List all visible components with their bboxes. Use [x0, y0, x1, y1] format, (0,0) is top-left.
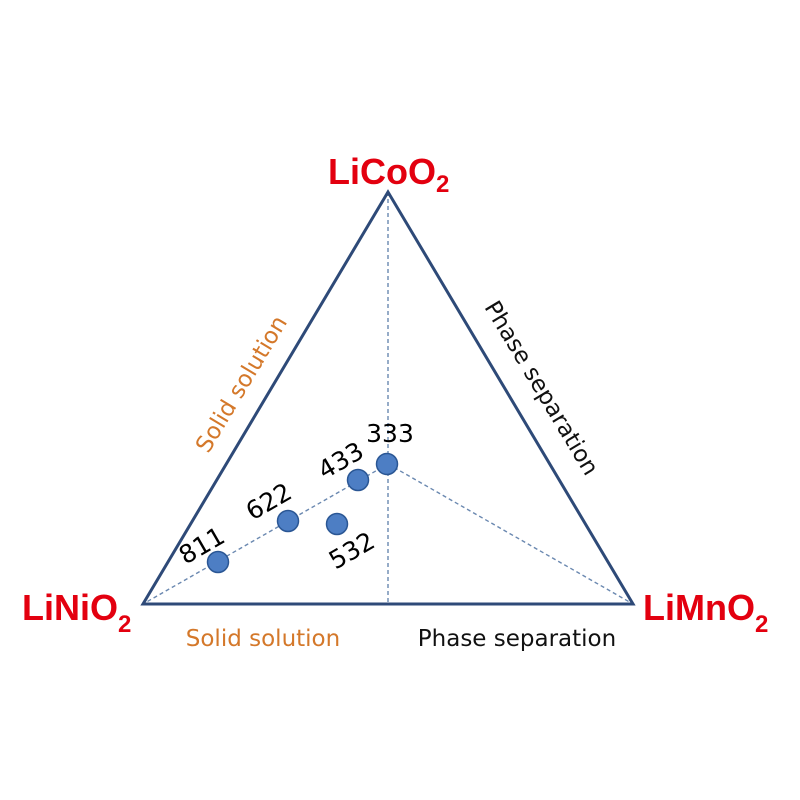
- region-label-right-edge: Phase separation: [479, 297, 603, 480]
- guide-lines: [142, 192, 634, 605]
- guide-line-to-linio2: [142, 463, 389, 605]
- ternary-triangle: [140, 189, 636, 606]
- vertex-right-subscript: 2: [755, 611, 768, 638]
- vertex-right-base: LiMnO: [643, 587, 755, 628]
- vertex-top-subscript: 2: [436, 171, 449, 198]
- vertex-label-right: LiMnO2: [643, 587, 768, 638]
- region-label-bottom-left: Solid solution: [186, 626, 340, 652]
- guide-line-to-limno2: [387, 463, 634, 605]
- composition-point-433: [346, 468, 370, 492]
- vertex-left-base: LiNiO: [22, 587, 118, 628]
- vertex-label-left: LiNiO2: [22, 587, 131, 638]
- composition-point-333: [375, 452, 399, 476]
- vertex-top-base: LiCoO: [328, 151, 436, 192]
- composition-point-532: [325, 512, 349, 536]
- composition-point-622: [276, 509, 300, 533]
- composition-label-333: 333: [366, 419, 414, 448]
- region-label-bottom-right: Phase separation: [418, 626, 616, 652]
- vertex-label-top: LiCoO2: [328, 151, 449, 198]
- composition-point-811: [206, 550, 230, 574]
- composition-points: [206, 452, 399, 574]
- vertex-left-subscript: 2: [118, 611, 131, 638]
